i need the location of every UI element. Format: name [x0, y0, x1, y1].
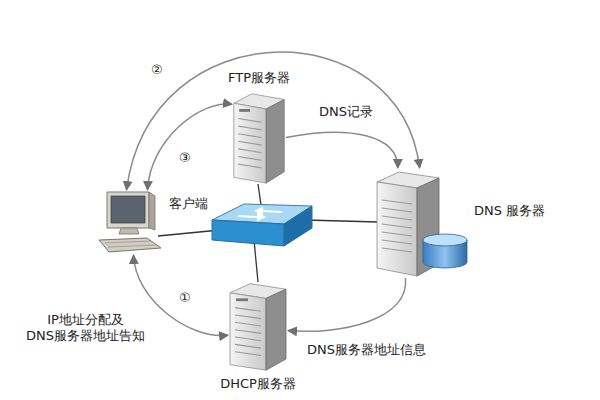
device-label: FTP服务器	[228, 70, 290, 86]
device-label: 客户端	[169, 196, 208, 212]
dhcp-server: DHCP服务器	[228, 280, 288, 372]
flow-arrow	[286, 132, 398, 168]
wire	[254, 240, 258, 282]
flow-arrow	[127, 52, 420, 190]
flow-arrow	[288, 278, 406, 331]
wire	[158, 230, 220, 236]
step-number: ③	[178, 150, 192, 166]
server-icon	[232, 90, 286, 185]
wire	[305, 220, 378, 222]
flow-arrow	[148, 104, 233, 190]
server-with-database-icon	[375, 168, 470, 278]
flow-arrow	[134, 255, 229, 336]
step-number: ②	[150, 62, 164, 78]
switch-icon	[212, 204, 312, 246]
device-label: DHCP服务器	[220, 376, 296, 392]
client-computer: 客户端	[95, 190, 165, 255]
step-number: ①	[178, 290, 192, 306]
flow-label: DNS服务器地址信息	[306, 342, 427, 358]
ftp-server: FTP服务器	[232, 90, 286, 185]
device-label: DNS 服务器	[474, 203, 545, 219]
server-icon	[228, 280, 288, 372]
dns-server: DNS 服务器	[375, 168, 470, 278]
note-label: IP地址分配及 DNS服务器地址告知	[18, 312, 153, 344]
computer-icon	[95, 190, 165, 255]
flow-label: DNS记录	[318, 104, 374, 120]
